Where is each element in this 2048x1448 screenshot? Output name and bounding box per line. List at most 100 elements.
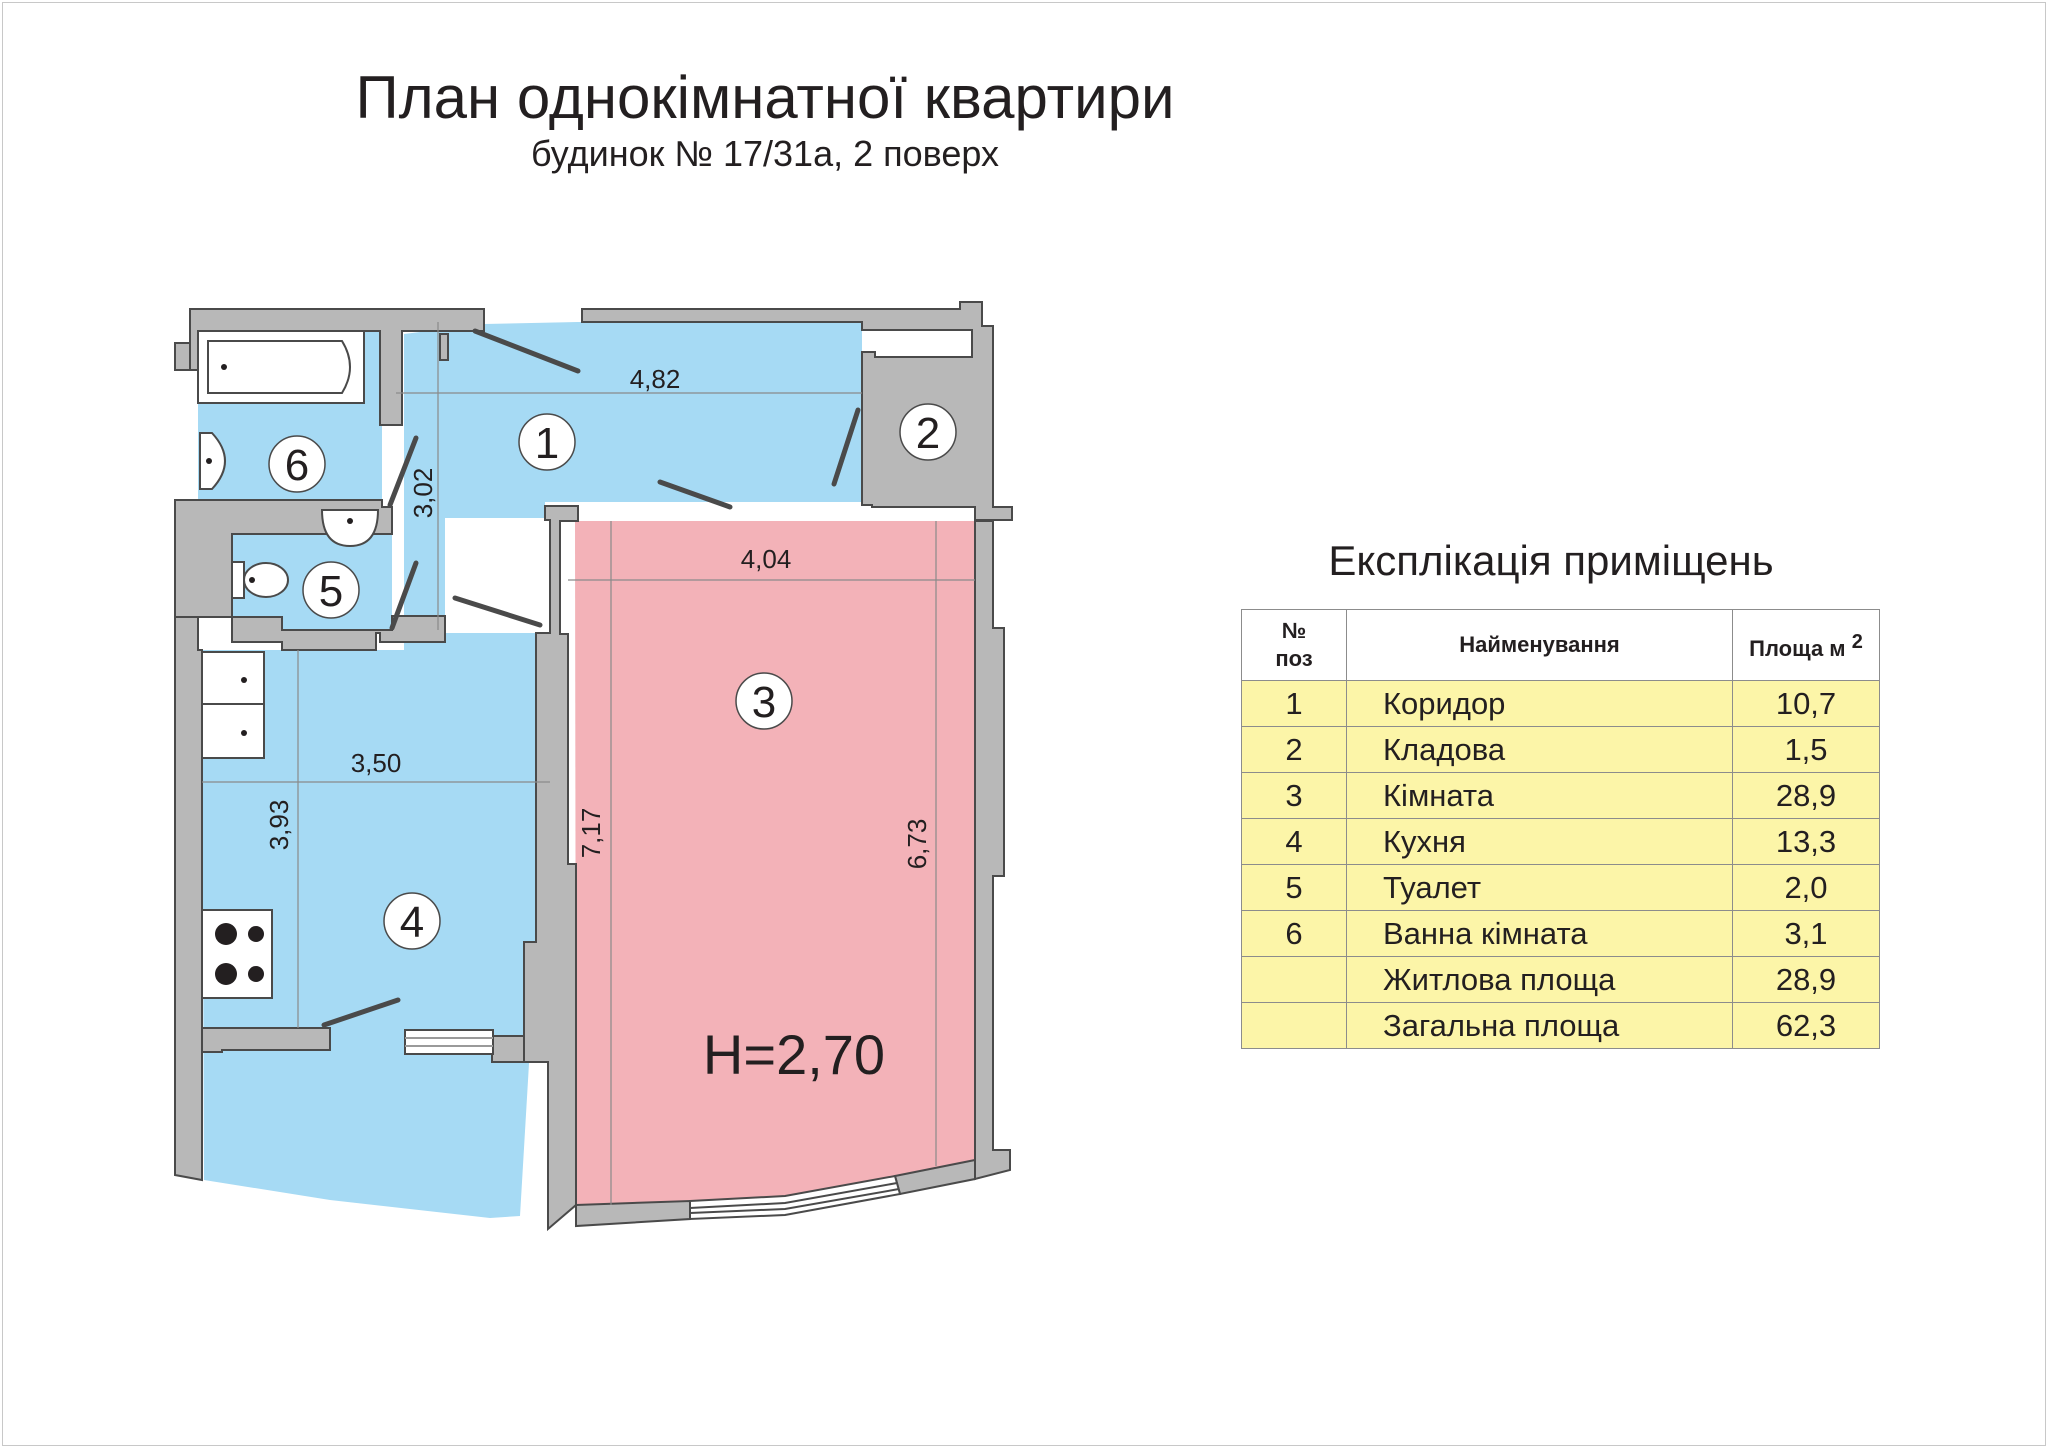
row-area: 62,3 <box>1732 1002 1880 1049</box>
dimension-labels: 4,82 3,02 4,04 7,17 6,73 3,50 3,93 <box>264 364 932 869</box>
wall-room-left <box>523 505 579 1232</box>
wall-room-right <box>974 520 1011 1181</box>
row-num <box>1241 1002 1347 1049</box>
row-area: 28,9 <box>1732 956 1880 1003</box>
stove-burner <box>215 923 237 945</box>
room-1-badge <box>518 413 576 471</box>
row-num <box>1241 956 1347 1003</box>
dim-room-length-right: 6,73 <box>902 819 932 870</box>
room-3-number: 3 <box>752 678 776 727</box>
row-area: 3,1 <box>1732 910 1880 957</box>
toilet-tank <box>231 561 245 599</box>
header-name: Найменування <box>1346 609 1733 681</box>
ceiling-height-label: H=2,70 <box>703 1023 885 1086</box>
room-numbers: 1 2 3 4 5 6 <box>285 409 940 947</box>
door-balcony <box>321 997 401 1028</box>
header-num-line2: поз <box>1275 646 1313 671</box>
row-name: Ванна кімната <box>1346 910 1733 957</box>
washbasin-toilet-tap <box>347 518 353 524</box>
row-name: Туалет <box>1346 864 1733 911</box>
dim-corridor-width: 4,82 <box>630 364 681 394</box>
toilet-bowl <box>243 562 289 598</box>
room-4-badge <box>383 892 441 950</box>
dimension-lines <box>202 322 975 1205</box>
wall-kitchen-bottom <box>201 1027 331 1053</box>
wall-room-bottom <box>575 1199 691 1228</box>
wall-corridor-partition <box>439 333 449 361</box>
row-num: 5 <box>1241 864 1347 911</box>
cabinet-knob <box>241 677 247 683</box>
dim-kitchen-depth: 3,93 <box>264 800 294 851</box>
wall-toilet-bottom <box>231 615 446 651</box>
row-num: 6 <box>1241 910 1347 957</box>
wall-top-left <box>189 308 485 426</box>
room-3-badge <box>735 672 793 730</box>
room-2-badge <box>899 403 957 461</box>
washbasin-toilet <box>320 509 380 548</box>
dim-corridor-depth: 3,02 <box>408 468 438 519</box>
row-name: Коридор <box>1346 680 1733 727</box>
washbasin-bath <box>199 432 226 490</box>
radiator-icon <box>404 1029 494 1055</box>
walls <box>174 301 1013 1232</box>
cabinet-knob <box>241 730 247 736</box>
window-frame <box>689 1174 902 1221</box>
door-room-3 <box>657 479 733 510</box>
row-num: 1 <box>1241 680 1347 727</box>
cabinet-top <box>201 651 265 705</box>
door-kitchen-corridor <box>452 595 543 628</box>
bathtub-icon <box>197 330 365 404</box>
window-glass-line-2 <box>689 1188 900 1214</box>
room-3-floor <box>575 521 975 1205</box>
room-1-number: 1 <box>535 419 559 468</box>
row-name: Загальна площа <box>1346 1002 1733 1049</box>
wall-top-right <box>581 301 1013 521</box>
doors <box>321 328 861 1028</box>
room-5-badge <box>302 561 360 619</box>
header-area-sup: 2 <box>1851 630 1863 653</box>
page-subtitle: будинок № 17/31а, 2 поверх <box>530 133 1000 174</box>
stove-burner <box>215 963 237 985</box>
explication-header-row: № поз Найменування Площа м 2 <box>1241 609 1880 681</box>
wall-corridor-left-stub <box>174 342 191 371</box>
header-num-line1: № <box>1281 618 1307 643</box>
toilet-dot <box>249 577 255 583</box>
stove-icon <box>201 909 273 999</box>
stove-burner <box>248 966 264 982</box>
room-6-number: 6 <box>285 441 309 490</box>
room-4-number: 4 <box>400 898 424 947</box>
room-1-floor <box>202 322 862 1218</box>
header-area: Площа м 2 <box>1732 609 1880 681</box>
row-area: 2,0 <box>1732 864 1880 911</box>
washbasin-bath-tap <box>206 458 212 464</box>
window-icon <box>689 1174 902 1221</box>
row-area: 28,9 <box>1732 772 1880 819</box>
radiator-body <box>404 1029 494 1055</box>
row-name: Житлова площа <box>1346 956 1733 1003</box>
header-num: № поз <box>1241 609 1347 681</box>
door-toilet <box>389 560 419 631</box>
dim-kitchen-width: 3,50 <box>351 748 402 778</box>
washbasin-icon <box>199 432 226 490</box>
cabinet-bottom <box>201 703 265 759</box>
row-name: Кладова <box>1346 726 1733 773</box>
dim-room-length-left: 7,17 <box>576 808 606 859</box>
door-bathroom <box>387 435 419 508</box>
washbasin-icon <box>320 509 380 548</box>
row-area: 1,5 <box>1732 726 1880 773</box>
header-area-label: Площа м <box>1749 635 1846 661</box>
room-2-number: 2 <box>916 409 940 458</box>
row-num: 3 <box>1241 772 1347 819</box>
stove-burner <box>248 926 264 942</box>
